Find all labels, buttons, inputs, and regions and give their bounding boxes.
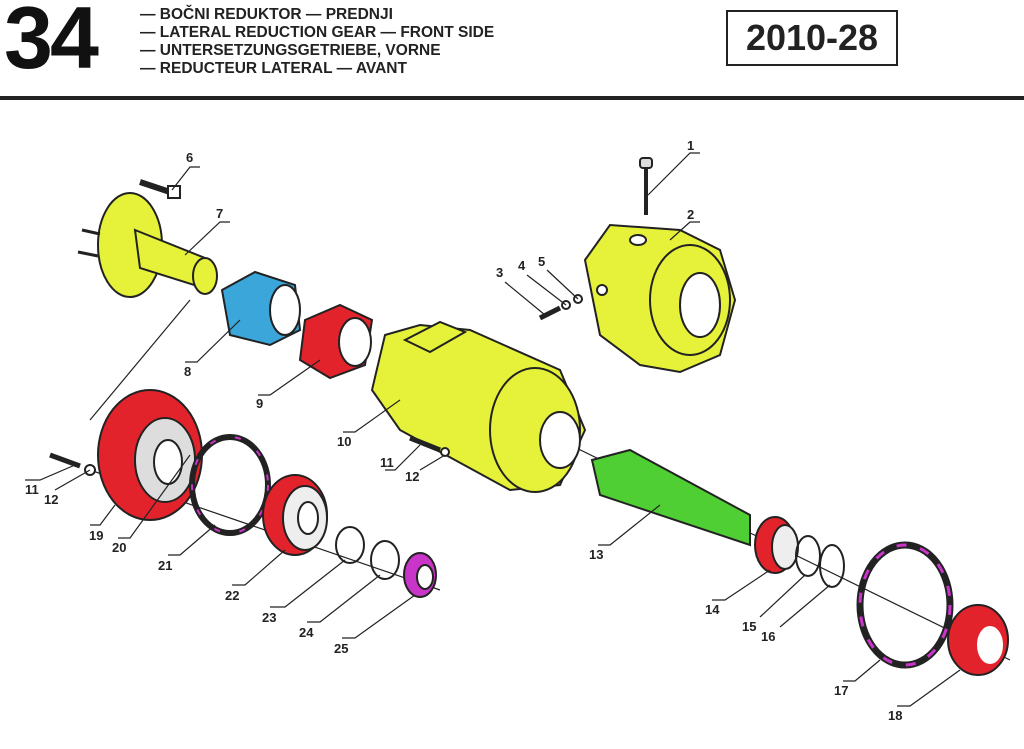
part-2-housing — [583, 223, 737, 374]
callout-12-center: 12 — [405, 469, 419, 484]
part-25-spacer — [403, 552, 437, 598]
part-11-12-bolt-left — [49, 452, 96, 476]
leader-lines — [25, 152, 961, 707]
callout-5: 5 — [538, 254, 545, 269]
callout-18: 18 — [888, 708, 902, 723]
part-14-bearing — [754, 516, 799, 574]
callout-16: 16 — [761, 629, 775, 644]
page-number: 34 — [4, 0, 99, 87]
callout-7: 7 — [216, 206, 223, 221]
callout-23: 23 — [262, 610, 276, 625]
part-7-flange-shaft — [77, 192, 218, 298]
part-17-gasket — [856, 541, 954, 669]
callout-3: 3 — [496, 265, 503, 280]
part-6-bolt — [139, 179, 181, 199]
part-21-gasket — [189, 434, 271, 536]
callout-22: 22 — [225, 588, 239, 603]
callout-2: 2 — [687, 207, 694, 222]
title-english: — LATERAL REDUCTION GEAR — FRONT SIDE — [140, 24, 495, 41]
part-9-needle-bearing — [298, 303, 374, 380]
callout-4: 4 — [518, 258, 526, 273]
callout-24: 24 — [299, 625, 314, 640]
part-22-roller-bearing — [262, 474, 328, 556]
part-8-gear — [220, 270, 302, 347]
part-11-12-bolt-center — [409, 435, 450, 457]
callout-12-left: 12 — [44, 492, 58, 507]
callout-14: 14 — [705, 602, 720, 617]
callout-17: 17 — [834, 683, 848, 698]
part-19-hub — [97, 389, 203, 521]
callout-11-left: 11 — [25, 482, 39, 497]
part-10-main-housing — [370, 320, 587, 493]
title-french: — REDUCTEUR LATERAL — AVANT — [140, 60, 407, 77]
title-croatian: — BOČNI REDUKTOR — PREDNJI — [140, 6, 393, 23]
title-block: — BOČNI REDUKTOR — PREDNJI — LATERAL RED… — [140, 6, 494, 78]
drawing-code-box: 2010-28 — [726, 10, 898, 66]
callout-13: 13 — [589, 547, 603, 562]
part-18-cover — [947, 604, 1009, 676]
callout-10: 10 — [337, 434, 351, 449]
part-24-snap-ring — [370, 540, 400, 580]
part-16-snap-ring — [819, 544, 845, 588]
callout-11-center: 11 — [380, 455, 394, 470]
title-german: — UNTERSETZUNGSGETRIEBE, VORNE — [140, 42, 441, 59]
part-23-ring — [335, 526, 365, 564]
callout-8: 8 — [184, 364, 191, 379]
header-divider — [0, 96, 1024, 100]
callout-9: 9 — [256, 396, 263, 411]
part-15-ring — [795, 535, 821, 577]
callout-15: 15 — [742, 619, 756, 634]
callout-21: 21 — [158, 558, 172, 573]
callout-19: 19 — [89, 528, 103, 543]
callout-1: 1 — [687, 138, 694, 153]
part-1-breather — [639, 157, 653, 215]
callout-25: 25 — [334, 641, 348, 656]
callout-20: 20 — [112, 540, 126, 555]
part-13-shaft — [590, 448, 751, 547]
callout-6: 6 — [186, 150, 193, 165]
